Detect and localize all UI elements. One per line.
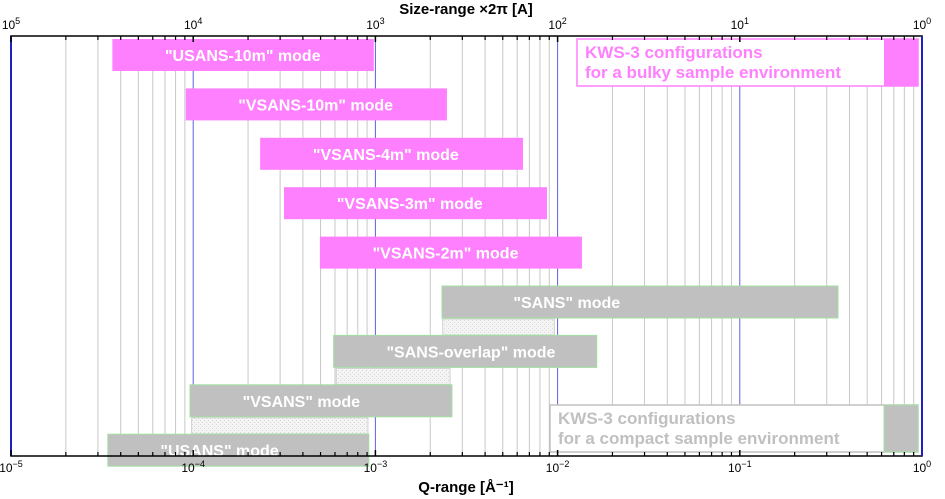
mode-bar-group: "SANS" mode	[441, 285, 839, 336]
legend-line-1: KWS-3 configurations	[558, 409, 736, 428]
mode-bar-label: "VSANS-10m" mode	[238, 97, 393, 114]
x-tick-label: 10−2	[546, 459, 570, 475]
mode-bar	[107, 433, 370, 467]
x-tick-label: 10−5	[0, 459, 23, 475]
mode-bar-label: "SANS-overlap" mode	[386, 344, 555, 361]
mode-bar-group: "VSANS" mode	[189, 384, 453, 435]
x2-tick-label: 105	[2, 16, 20, 32]
mode-bar-label: "USANS" mode	[160, 443, 278, 460]
x2-tick-label: 103	[366, 16, 384, 32]
mode-bar-label: "USANS-10m" mode	[165, 48, 321, 65]
mode-bar-label: "VSANS-3m" mode	[337, 196, 483, 213]
mode-bar-group: "VSANS-10m" mode	[185, 88, 447, 121]
legend-line-2: for a bulky sample environment	[585, 63, 841, 82]
x2-tick-labels: 105 104 103 102 101 100	[2, 16, 931, 32]
legend-line-1: KWS-3 configurations	[585, 43, 763, 62]
x2-axis-title: Size-range ×2π [A]	[399, 1, 533, 18]
legend-swatch	[883, 404, 919, 453]
mode-bar-label: "VSANS-2m" mode	[373, 246, 519, 263]
mode-bar-group: "VSANS-3m" mode	[283, 187, 548, 220]
mode-bar	[319, 236, 582, 269]
legend-box	[576, 38, 919, 87]
overlap-hatch	[335, 367, 451, 385]
mode-bar-group: "VSANS-2m" mode	[319, 236, 582, 269]
x2-tick-label: 101	[731, 16, 749, 32]
mode-bar	[189, 384, 453, 418]
overlap-hatch	[191, 417, 369, 435]
mode-bar-label: "VSANS-4m" mode	[313, 147, 459, 164]
x-tick-label: 100	[913, 459, 931, 475]
mode-bar	[260, 137, 524, 170]
mode-bar	[333, 334, 598, 368]
x-axis-title: Q-range [Å⁻¹]	[418, 479, 513, 496]
mode-bar-group: "SANS-overlap" mode	[333, 334, 598, 385]
mode-bar-group: "USANS" mode	[107, 433, 370, 467]
x2-tick-label: 104	[184, 16, 202, 32]
overlap-hatch	[442, 318, 555, 336]
ticks	[10, 36, 915, 456]
mode-bar-group: "USANS-10m" mode	[112, 39, 374, 71]
legend-line-2: for a compact sample environment	[558, 429, 840, 448]
mode-bar-label: "SANS" mode	[513, 295, 620, 312]
x2-tick-label: 102	[548, 16, 566, 32]
legend-box	[549, 404, 919, 453]
x-tick-label: 10−4	[181, 459, 205, 475]
mode-bar-label: "VSANS" mode	[243, 394, 361, 411]
x-tick-label: 10−1	[728, 459, 752, 475]
bars: "USANS-10m" mode "VSANS-10m" mode "VSANS-4…	[107, 39, 839, 467]
x2-tick-label: 100	[913, 16, 931, 32]
mode-bar	[185, 88, 447, 121]
mode-bar	[441, 285, 839, 319]
mode-bar	[283, 187, 548, 220]
mode-bar-group: "VSANS-4m" mode	[260, 137, 524, 170]
x-tick-labels: 10−5 10−4 10−3 10−2 10−1 100	[0, 459, 931, 475]
x-tick-label: 10−3	[364, 459, 388, 475]
mode-bar	[112, 39, 374, 71]
legend-swatch	[884, 39, 918, 86]
